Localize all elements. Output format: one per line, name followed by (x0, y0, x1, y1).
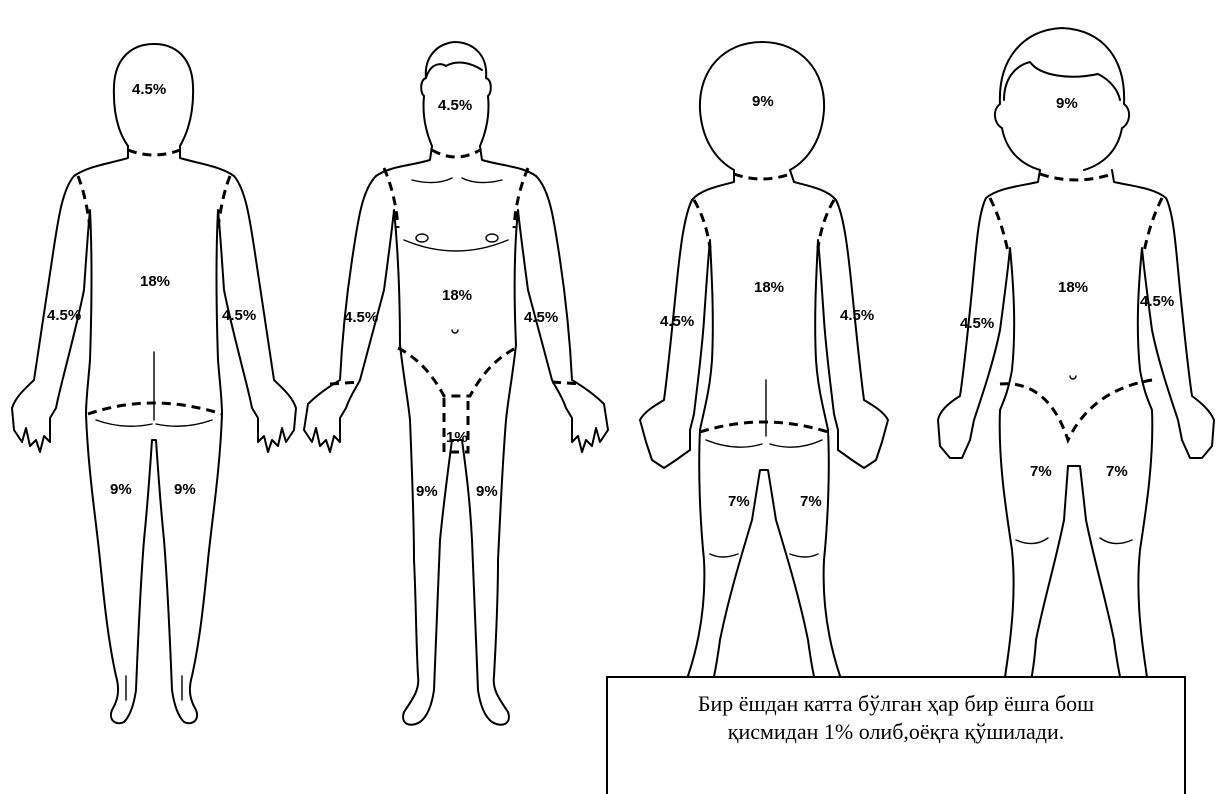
adult-front-navel (452, 330, 458, 333)
child-front-shoulder-right (1144, 198, 1162, 252)
child-front-arm-right-label: 4.5% (1140, 293, 1174, 310)
child-front-trunk-label: 18% (1058, 279, 1088, 296)
child-back-head-label: 9% (752, 93, 774, 110)
child-back-leg-right-label: 7% (800, 493, 822, 510)
adult-front-trunk-label: 18% (442, 287, 472, 304)
adult-back-body-outline (12, 146, 296, 723)
child-front-navel (1070, 376, 1076, 379)
note-line-1: Бир ёшдан катта бўлган ҳар бир ёшга бош (608, 690, 1184, 718)
child-front-leg-left-label: 7% (1030, 463, 1052, 480)
child-front-shoulder-left (990, 198, 1008, 252)
adult-back-gluteal-crease (96, 352, 212, 426)
adult-front-shoulder-right (514, 168, 528, 228)
adult-front-arm-left-label: 4.5% (344, 309, 378, 326)
adult-back-shoulder-left (78, 176, 90, 228)
adult-back-leg-left-label: 9% (110, 481, 132, 498)
adult-front-chest (404, 234, 508, 251)
child-back-knees (710, 554, 818, 557)
child-back-leg-left-label: 7% (728, 493, 750, 510)
adult-front-groin-label: 1% (446, 429, 468, 446)
child-back-arm-left-label: 4.5% (660, 313, 694, 330)
adult-back-arm-left-label: 4.5% (47, 307, 81, 324)
adult-back-shoulder-right (218, 176, 230, 228)
note-line-2: қисмидан 1% олиб,оёқга қўшилади. (608, 718, 1184, 746)
adult-back-waist-line (88, 403, 222, 414)
child-front-neck-line (1040, 174, 1112, 180)
child-back-neck-line (734, 174, 790, 179)
child-front-groin-line (1000, 380, 1152, 440)
child-back-body-outline (640, 170, 888, 718)
child-back-gluteal-crease (706, 380, 822, 447)
adult-front-figure (304, 42, 608, 725)
child-front-arm-left-label: 4.5% (960, 315, 994, 332)
adult-back-trunk-label: 18% (140, 273, 170, 290)
adult-back-neck-line (128, 150, 180, 155)
note-text: Бир ёшдан катта бўлган ҳар бир ёшга бош … (608, 690, 1184, 746)
adult-front-clavicles (412, 178, 502, 183)
child-back-arm-right-label: 4.5% (840, 307, 874, 324)
child-front-leg-right-label: 7% (1106, 463, 1128, 480)
adult-front-head (421, 42, 491, 146)
child-front-figure (938, 28, 1214, 718)
adult-front-head-label: 4.5% (438, 97, 472, 114)
adult-front-arm-right-label: 4.5% (524, 309, 558, 326)
adult-back-leg-right-label: 9% (174, 481, 196, 498)
child-back-waist-line (700, 422, 828, 432)
adult-back-figure (12, 44, 296, 723)
adult-front-neck-line (432, 150, 480, 157)
note-box: Бир ёшдан катта бўлган ҳар бир ёшга бош … (606, 676, 1186, 794)
child-front-body-outline (938, 170, 1214, 718)
child-front-knees (1016, 538, 1132, 544)
child-front-head-label: 9% (1056, 95, 1078, 112)
adult-front-leg-right-label: 9% (476, 483, 498, 500)
adult-front-leg-left-label: 9% (416, 483, 438, 500)
child-back-trunk-label: 18% (754, 279, 784, 296)
adult-back-head-label: 4.5% (132, 81, 166, 98)
child-back-shoulder-left (694, 200, 710, 248)
child-back-shoulder-right (818, 200, 834, 248)
adult-front-arm-left-cut (330, 382, 360, 384)
adult-front-hair (426, 63, 482, 78)
child-back-figure (640, 42, 888, 718)
adult-front-shoulder-left (384, 168, 398, 228)
adult-back-arm-right-label: 4.5% (222, 307, 256, 324)
adult-front-groin-line (398, 348, 516, 396)
